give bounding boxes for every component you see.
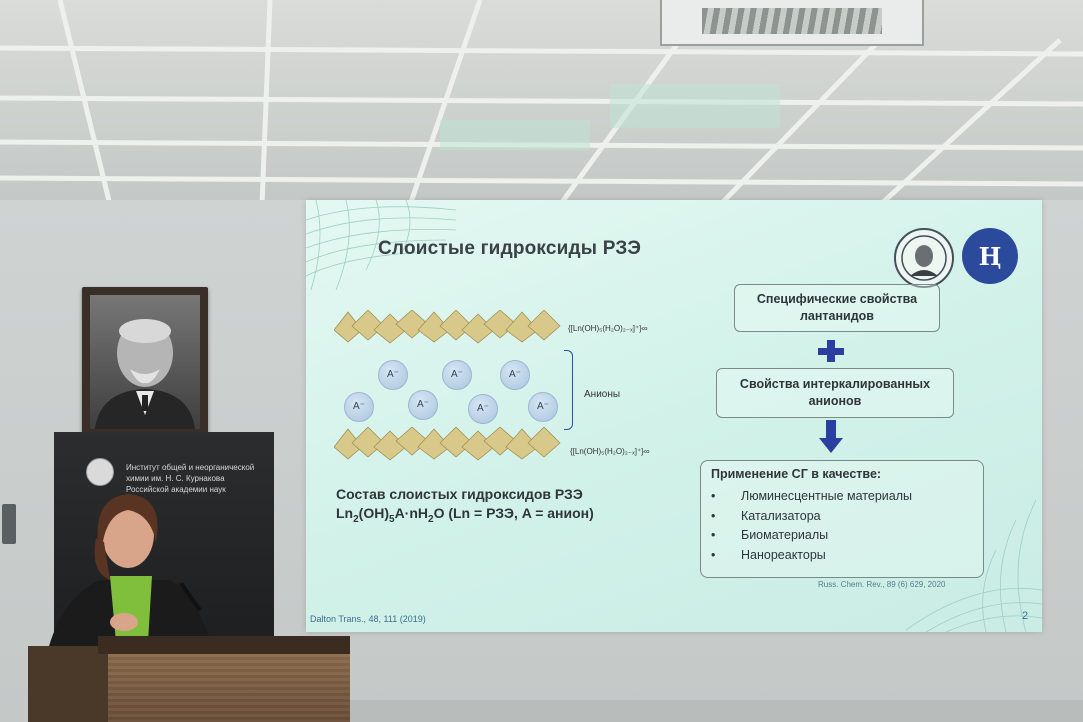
mesh-decoration [906, 500, 1042, 632]
hydroxide-layer-bottom [334, 427, 561, 461]
framed-portrait [82, 287, 208, 437]
list-item: •Биоматериалы [711, 528, 829, 542]
wall-socket [2, 504, 16, 544]
anion-circle: A⁻ [344, 392, 374, 422]
portrait-emblem-icon [894, 228, 954, 288]
anion-circle: A⁻ [378, 360, 408, 390]
anions-label: Анионы [584, 389, 621, 400]
applications-list: •Люминесцентные материалы •Катализатора … [711, 487, 912, 565]
presentation-slide: Слоистые гидроксиды РЗЭ Ⱨ {[Ln(OH)₅(H₂O)… [306, 200, 1042, 632]
anions-bracket [564, 350, 573, 430]
list-item: •Люминесцентные материалы [711, 489, 913, 503]
floor [350, 700, 1083, 722]
anion-circle: A⁻ [500, 360, 530, 390]
hse-logo-icon: Ⱨ [962, 228, 1018, 284]
institute-logo-icon [86, 458, 114, 486]
ceiling-light-panel [440, 120, 590, 150]
podium [28, 636, 350, 722]
list-item: •Катализатора [711, 508, 821, 523]
composition-title: Состав слоистых гидроксидов РЗЭ [336, 486, 583, 502]
anion-circle: A⁻ [442, 360, 472, 390]
arrow-down-icon [819, 420, 843, 454]
podium-side [28, 646, 110, 722]
portrait-photo [90, 295, 200, 429]
composition-formula: Ln2(OH)5A·nH2O (Ln = РЗЭ, A = анион) [336, 505, 594, 525]
slide-title: Слоистые гидроксиды РЗЭ [378, 238, 642, 259]
layer-formula-top: {[Ln(OH)₅(H₂O)₂₋ₓ]⁺}∞ [568, 324, 648, 333]
plus-icon [818, 340, 844, 362]
mesh-decoration [306, 200, 456, 290]
lanthanide-properties-box: Специфические свойства лантанидов [734, 284, 940, 332]
list-item: •Нанореакторы [711, 547, 826, 562]
reference-left: Dalton Trans., 48, 111 (2019) [310, 614, 426, 624]
slide-page-number: 2 [1022, 610, 1029, 622]
layer-formula-bottom: {[Ln(OH)₅(H₂O)₂₋ₓ]⁺}∞ [570, 447, 650, 456]
anion-properties-box: Свойства интеркалированных анионов [716, 368, 954, 418]
podium-front [108, 654, 350, 722]
ceiling [0, 0, 1083, 205]
anion-circle: A⁻ [468, 394, 498, 424]
hydroxide-layer-top [334, 310, 561, 344]
applications-box: Применение СГ в качестве: •Люминесцентны… [700, 460, 984, 578]
reference-right: Russ. Chem. Rev., 89 (6) 629, 2020 [818, 580, 946, 589]
podium-top [98, 636, 350, 654]
applications-title: Применение СГ в качестве: [711, 467, 882, 481]
ceiling-air-vent [660, 0, 924, 46]
hse-logo-glyph: Ⱨ [978, 242, 1002, 271]
ceiling-light-panel [610, 84, 780, 128]
banner-text: Институт общей и неорганической химии им… [126, 463, 255, 494]
anion-circle: A⁻ [408, 390, 438, 420]
anion-circle: A⁻ [528, 392, 558, 422]
